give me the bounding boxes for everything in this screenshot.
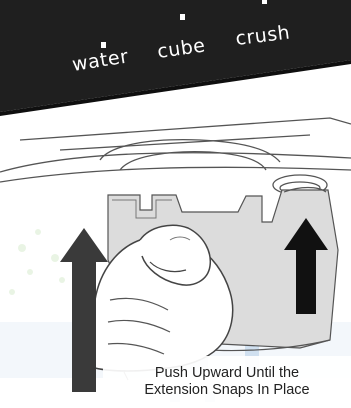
indicator-cube — [180, 14, 185, 20]
instruction-caption: Push Upward Until the Extension Snaps In… — [103, 356, 351, 408]
dispenser-housing — [0, 118, 351, 195]
indicator-water — [101, 42, 106, 48]
caption-line-1: Push Upward Until the — [155, 365, 299, 382]
indicator-crush — [262, 0, 267, 4]
caption-line-2: Extension Snaps In Place — [144, 382, 309, 399]
